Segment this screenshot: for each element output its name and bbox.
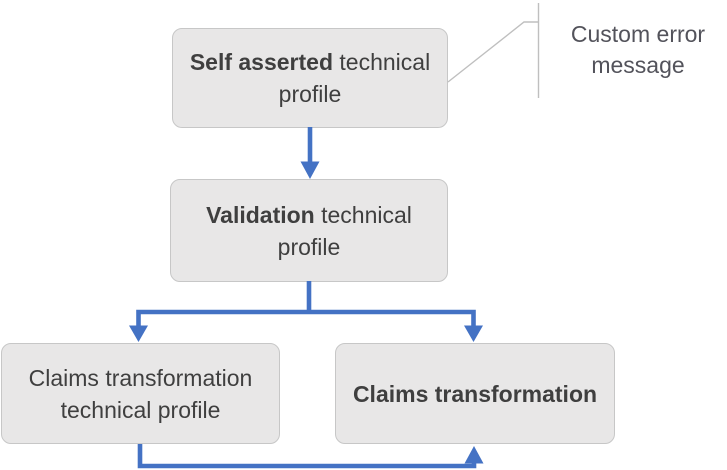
node-label-line1: Self asserted technical [190,46,430,78]
node-label-line1: Claims transformation [29,362,253,394]
node-label-bold: Claims transformation [352,380,598,407]
node-label-line2: technical profile [60,396,221,423]
node-label-bold: Self asserted [189,49,334,75]
arrow-branch-to-claims-tp-head [129,325,148,342]
callout-custom-error-message: Custom error message [552,19,724,81]
callout-text-line2: message [591,52,685,78]
arrow-self-asserted-to-validation-head [300,161,320,179]
node-label-bold: Validation [206,201,315,228]
node-claims-transformation: Claims transformation [335,343,615,444]
node-label-regular: technical [333,49,431,75]
callout-text-line1: Custom error [570,21,706,47]
node-label-regular: technical [314,201,412,228]
node-label-line2: profile [277,233,341,260]
node-label-regular: Claims transformation [28,364,253,391]
node-label-line2: profile [278,81,342,107]
branch-horizontal [136,309,476,327]
callout-leader-line [447,21,539,83]
arrow-branch-to-claims-head [464,325,483,342]
arrow-claims-tp-to-claims-head [464,446,484,464]
node-label-line1: Claims transformation [353,378,597,410]
arrow-claims-tp-to-claims-path [137,444,477,469]
node-label-line1: Validation technical [206,199,412,231]
node-self-asserted-technical-profile: Self asserted technical profile [172,28,448,128]
node-claims-transformation-technical-profile: Claims transformation technical profile [1,343,280,444]
node-validation-technical-profile: Validation technical profile [170,179,448,282]
